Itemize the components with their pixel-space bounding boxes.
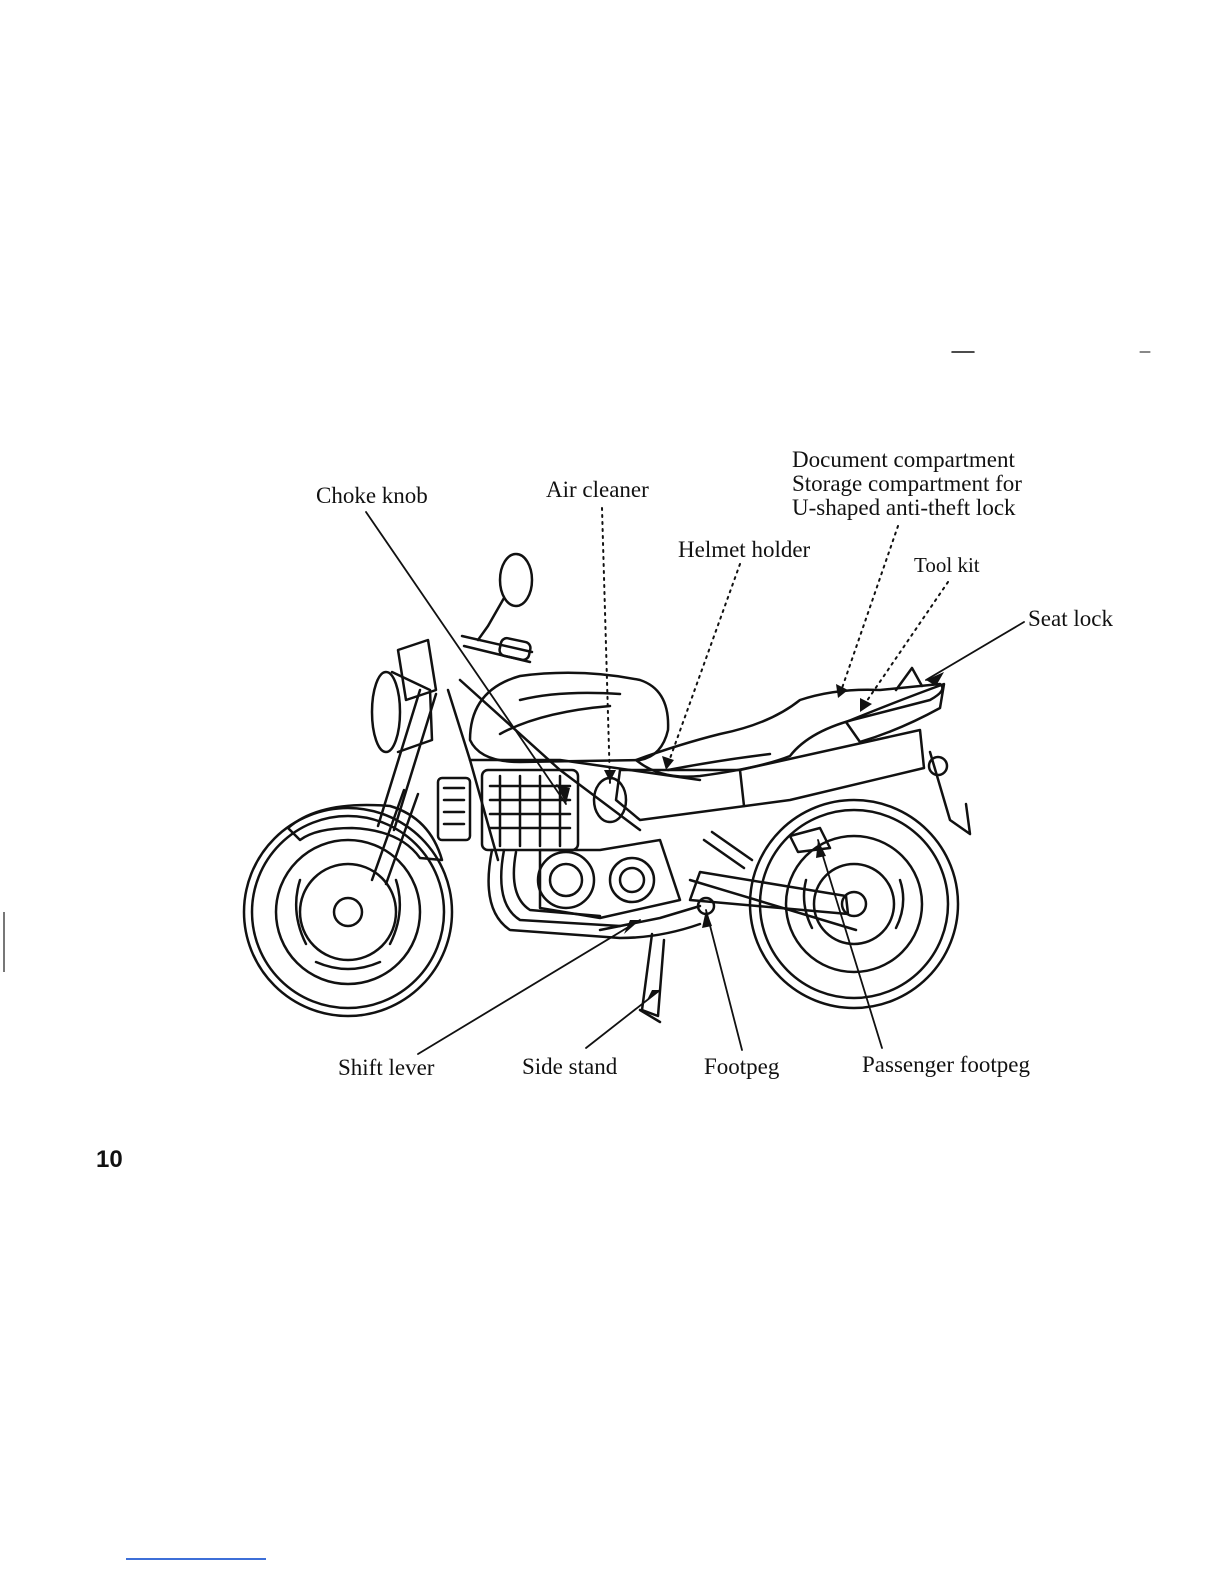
bottom-rule xyxy=(126,1558,266,1560)
label-helmet-holder: Helmet holder xyxy=(678,538,810,562)
label-air-cleaner: Air cleaner xyxy=(546,478,649,502)
page-number: 10 xyxy=(96,1146,123,1174)
label-footpeg: Footpeg xyxy=(704,1055,779,1079)
front-wheel xyxy=(244,808,452,1016)
margin-mark xyxy=(3,912,5,972)
label-passenger-footpeg: Passenger footpeg xyxy=(862,1053,1030,1077)
label-shift-lever: Shift lever xyxy=(338,1056,434,1080)
label-choke-knob: Choke knob xyxy=(316,484,428,508)
arrow-heads xyxy=(556,672,944,1002)
label-storage-compartment-line1: Storage compartment for xyxy=(792,472,1022,496)
label-compartments: Document compartment Storage compartment… xyxy=(792,448,1022,520)
label-storage-compartment-line2: U-shaped anti-theft lock xyxy=(792,496,1022,520)
rear-wheel xyxy=(750,800,958,1008)
seat xyxy=(636,684,942,777)
label-document-compartment: Document compartment xyxy=(792,448,1022,472)
leader-lines xyxy=(366,512,1024,1054)
label-side-stand: Side stand xyxy=(522,1055,617,1079)
label-tool-kit: Tool kit xyxy=(914,553,980,577)
engine xyxy=(482,770,680,918)
label-seat-lock: Seat lock xyxy=(1028,607,1113,631)
